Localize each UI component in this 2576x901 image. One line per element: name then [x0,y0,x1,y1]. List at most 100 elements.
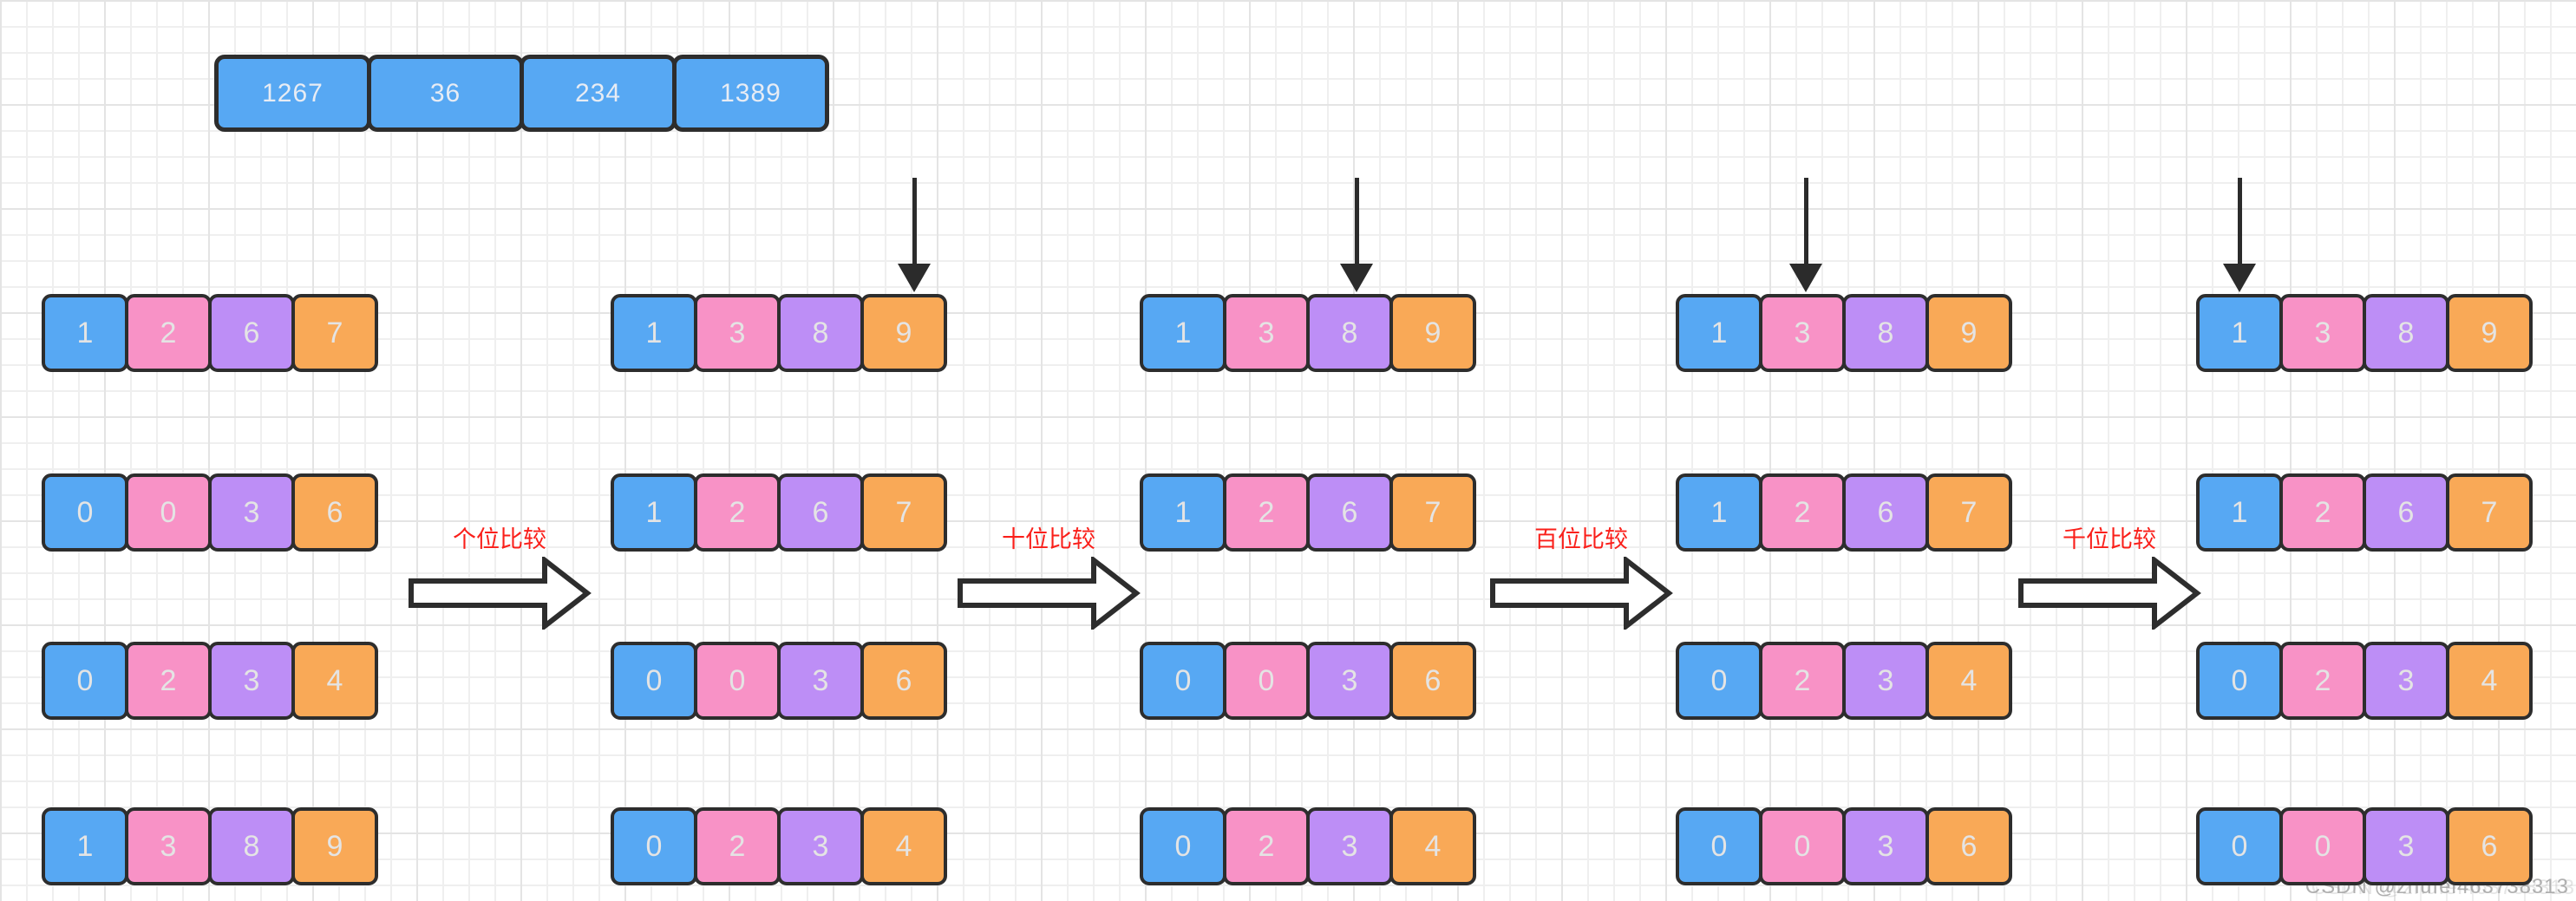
digit-cell: 1 [2196,294,2283,372]
source-array-box-3: 234 [520,55,677,132]
digit-cell: 6 [1306,473,1393,552]
digit-cell: 1 [42,294,128,372]
digit-cell: 0 [1140,642,1226,720]
digit-cell: 0 [42,473,128,552]
digit-cell: 8 [2363,294,2449,372]
digit-cell: 9 [1389,294,1476,372]
digit-cell: 1 [1140,294,1226,372]
digit-cell: 7 [291,294,378,372]
digit-cell: 8 [777,294,864,372]
digit-cell: 0 [2196,642,2283,720]
digit-cell: 3 [777,807,864,885]
digit-cell: 1 [1140,473,1226,552]
digit-cell: 2 [1759,642,1846,720]
digit-cell: 2 [1223,473,1310,552]
digit-cell: 0 [611,642,697,720]
digit-cell: 4 [1389,807,1476,885]
digit-cell: 2 [1759,473,1846,552]
digit-cell: 6 [777,473,864,552]
digit-cell: 3 [208,642,295,720]
pointer-down-arrow-icon [2222,178,2257,292]
digit-cell: 9 [1925,294,2012,372]
digit-cell: 6 [2363,473,2449,552]
digit-cell: 2 [694,473,781,552]
digit-cell: 0 [42,642,128,720]
source-array-box-1: 1267 [214,55,371,132]
digit-cell: 6 [2446,807,2533,885]
digit-cell: 3 [208,473,295,552]
digit-cell: 3 [2363,807,2449,885]
digit-cell: 8 [1306,294,1393,372]
digit-cell: 1 [611,473,697,552]
digit-cell: 3 [1223,294,1310,372]
digit-cell: 1 [1676,473,1762,552]
digit-cell: 2 [1223,807,1310,885]
digit-cell: 3 [777,642,864,720]
digit-cell: 3 [1759,294,1846,372]
step-arrow-icon [1489,554,1673,632]
digit-cell: 8 [1842,294,1929,372]
digit-cell: 3 [1306,807,1393,885]
digit-cell: 3 [2279,294,2366,372]
digit-cell: 8 [208,807,295,885]
digit-cell: 0 [125,473,212,552]
digit-cell: 0 [2279,807,2366,885]
digit-cell: 0 [1223,642,1310,720]
digit-cell: 0 [611,807,697,885]
step-label-3: 百位比较 [1534,526,1628,552]
digit-cell: 4 [2446,642,2533,720]
source-array-box-2: 36 [367,55,524,132]
digit-cell: 0 [1140,807,1226,885]
digit-cell: 3 [694,294,781,372]
digit-cell: 1 [2196,473,2283,552]
digit-cell: 9 [860,294,947,372]
step-label-2: 十位比较 [1002,526,1095,552]
step-label-1: 个位比较 [453,526,546,552]
pointer-down-arrow-icon [897,178,932,292]
digit-cell: 7 [1925,473,2012,552]
digit-cell: 9 [2446,294,2533,372]
digit-cell: 6 [860,642,947,720]
digit-cell: 7 [2446,473,2533,552]
digit-cell: 7 [860,473,947,552]
source-array-box-4: 1389 [672,55,829,132]
digit-cell: 0 [694,642,781,720]
digit-cell: 3 [1842,642,1929,720]
digit-cell: 0 [2196,807,2283,885]
digit-cell: 4 [860,807,947,885]
pointer-down-arrow-icon [1788,178,1823,292]
digit-cell: 2 [125,642,212,720]
digit-cell: 6 [1842,473,1929,552]
pointer-down-arrow-icon [1339,178,1374,292]
digit-cell: 2 [2279,473,2366,552]
digit-cell: 4 [1925,642,2012,720]
digit-cell: 2 [125,294,212,372]
step-arrow-icon [2017,554,2201,632]
digit-cell: 3 [2363,642,2449,720]
step-arrow-icon [957,554,1141,632]
digit-cell: 6 [1925,807,2012,885]
digit-cell: 0 [1759,807,1846,885]
digit-cell: 3 [125,807,212,885]
digit-cell: 1 [611,294,697,372]
digit-cell: 3 [1842,807,1929,885]
digit-cell: 0 [1676,642,1762,720]
digit-cell: 7 [1389,473,1476,552]
digit-cell: 6 [208,294,295,372]
